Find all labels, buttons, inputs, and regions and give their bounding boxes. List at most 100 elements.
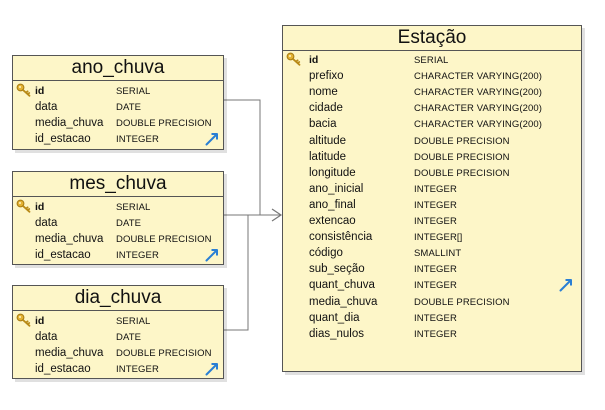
- column-row[interactable]: código SMALLINT: [283, 247, 581, 263]
- column-name: longitude: [309, 166, 356, 179]
- column-type: DATE: [116, 332, 142, 343]
- column-row[interactable]: sub_seção INTEGER: [283, 263, 581, 279]
- column-type: CHARACTER VARYING(200): [414, 103, 543, 115]
- column-name: código: [309, 247, 343, 260]
- column-row[interactable]: media_chuva DOUBLE PRECISION: [13, 233, 223, 249]
- column-type: DOUBLE PRECISION: [116, 348, 212, 359]
- column-type: INTEGER: [116, 364, 159, 375]
- entity-title: dia_chuva: [13, 286, 223, 311]
- column-row[interactable]: quant_chuva INTEGER: [283, 279, 581, 295]
- key-icon: [16, 313, 32, 330]
- column-type: INTEGER: [116, 250, 159, 261]
- column-row[interactable]: data DATE: [13, 217, 223, 233]
- column-type: DOUBLE PRECISION: [116, 234, 212, 245]
- column-type: DOUBLE PRECISION: [116, 118, 212, 129]
- column-type: INTEGER: [414, 328, 457, 340]
- column-row[interactable]: id_estacao INTEGER: [13, 363, 223, 379]
- column-name: media_chuva: [35, 117, 104, 129]
- column-name: id: [35, 315, 45, 327]
- column-type: SERIAL: [414, 55, 449, 66]
- column-row[interactable]: id SERIAL: [13, 199, 223, 217]
- column-row[interactable]: media_chuva DOUBLE PRECISION: [13, 117, 223, 133]
- column-name: quant_dia: [309, 311, 360, 324]
- column-row[interactable]: latitude DOUBLE PRECISION: [283, 151, 581, 167]
- entity-mes-chuva[interactable]: mes_chuva id SERIAL data DATE media_chuva DOU…: [12, 171, 224, 265]
- column-name: media_chuva: [35, 347, 104, 359]
- column-type: DOUBLE PRECISION: [414, 151, 510, 163]
- column-row[interactable]: cidade CHARACTER VARYING(200): [283, 102, 581, 118]
- resize-arrow-icon[interactable]: [559, 278, 573, 297]
- column-name: consistência: [309, 231, 373, 244]
- column-name: id: [35, 201, 45, 213]
- column-type: INTEGER: [414, 280, 457, 292]
- column-row[interactable]: ano_final INTEGER: [283, 199, 581, 215]
- column-row[interactable]: id SERIAL: [13, 313, 223, 331]
- key-icon: [286, 52, 302, 69]
- column-row[interactable]: media_chuva DOUBLE PRECISION: [13, 347, 223, 363]
- column-name: data: [35, 217, 58, 229]
- column-type: DATE: [116, 102, 142, 113]
- column-type: SMALLINT: [414, 248, 462, 260]
- column-row[interactable]: data DATE: [13, 331, 223, 347]
- column-name: ano_final: [309, 198, 356, 211]
- column-row[interactable]: id_estacao INTEGER: [13, 133, 223, 149]
- relationship-ano-chuva-estacao: [222, 99, 261, 215]
- column-row[interactable]: id SERIAL: [283, 52, 581, 70]
- resize-arrow-icon[interactable]: [205, 362, 219, 381]
- column-name: extencao: [309, 215, 356, 227]
- column-type: SERIAL: [116, 316, 151, 327]
- column-row[interactable]: extencao INTEGER: [283, 215, 581, 231]
- column-row[interactable]: altitude DOUBLE PRECISION: [283, 135, 581, 151]
- column-name: data: [35, 331, 58, 343]
- entity-dia-chuva[interactable]: dia_chuva id SERIAL data DATE media_chuva DOU…: [12, 285, 224, 379]
- entity-title: ano_chuva: [13, 56, 223, 81]
- column-name: quant_chuva: [309, 279, 375, 292]
- column-name: id: [309, 54, 319, 66]
- column-name: media_chuva: [309, 295, 378, 308]
- column-type: DATE: [116, 218, 142, 229]
- column-row[interactable]: consistência INTEGER[]: [283, 231, 581, 247]
- column-name: altitude: [309, 134, 347, 147]
- column-name: bacia: [309, 118, 337, 131]
- entity-title: Estação: [283, 26, 581, 51]
- column-name: sub_seção: [309, 263, 365, 276]
- column-name: dias_nulos: [309, 327, 364, 340]
- column-row[interactable]: bacia CHARACTER VARYING(200): [283, 118, 581, 134]
- column-name: id_estacao: [35, 133, 91, 145]
- column-type: SERIAL: [116, 202, 151, 213]
- column-type: INTEGER[]: [414, 232, 463, 244]
- column-type: INTEGER: [414, 264, 457, 276]
- column-type: CHARACTER VARYING(200): [414, 71, 543, 83]
- column-name: ano_inicial: [309, 182, 364, 195]
- key-icon: [16, 83, 32, 100]
- column-row[interactable]: dias_nulos INTEGER: [283, 328, 581, 344]
- column-type: DOUBLE PRECISION: [414, 135, 510, 147]
- column-name: id: [35, 85, 45, 97]
- column-type: INTEGER: [414, 216, 457, 227]
- resize-arrow-icon[interactable]: [205, 132, 219, 151]
- column-name: id_estacao: [35, 363, 91, 375]
- column-type: INTEGER: [414, 199, 457, 211]
- resize-arrow-icon[interactable]: [205, 248, 219, 267]
- column-name: cidade: [309, 102, 343, 115]
- entity-title: mes_chuva: [13, 172, 223, 197]
- column-name: media_chuva: [35, 233, 104, 245]
- relationship-dia-chuva-estacao: [222, 215, 249, 331]
- column-type: INTEGER: [116, 134, 159, 145]
- column-type: CHARACTER VARYING(200): [414, 119, 543, 131]
- key-icon: [16, 199, 32, 216]
- column-name: nome: [309, 86, 338, 99]
- column-name: latitude: [309, 150, 347, 163]
